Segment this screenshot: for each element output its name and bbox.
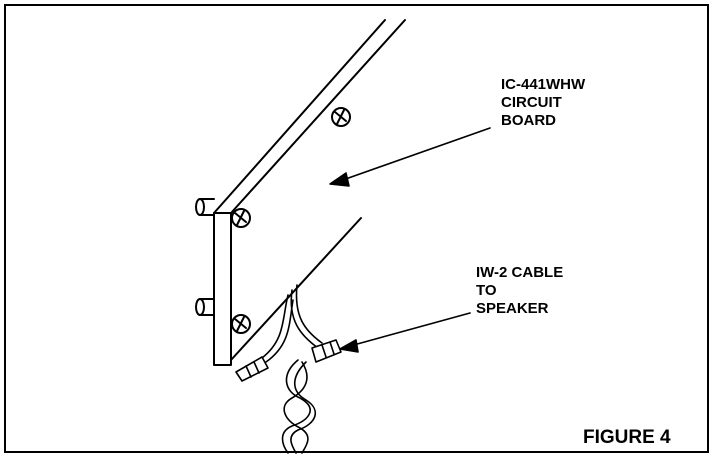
cable-label-line: TO [476, 282, 497, 299]
standoff-bottom [195, 298, 215, 316]
twisted-cable [281, 359, 317, 454]
wire-nut-icon [311, 339, 342, 363]
figure-caption: FIGURE 4 [583, 427, 671, 448]
screw-icon [231, 314, 251, 334]
board-label-line: CIRCUIT [501, 94, 562, 111]
arrow-to-board [329, 127, 491, 187]
board-label-line: IC-441WHW [501, 76, 586, 93]
cable-label-line: SPEAKER [476, 300, 549, 317]
screw-icon [231, 208, 251, 228]
circuit-board-label: IC-441WHW CIRCUIT BOARD [501, 76, 585, 130]
cable-label-line: IW-2 CABLE [476, 264, 564, 281]
standoff-top [195, 198, 215, 216]
figure-border [4, 4, 709, 453]
wire-bundle [261, 284, 323, 363]
board-label-line: BOARD [501, 112, 556, 129]
wire-nut-icon [235, 356, 269, 382]
screw-icon [331, 107, 351, 127]
arrow-to-wire-nut [339, 312, 471, 353]
circuit-board [213, 19, 406, 366]
cable-label: IW-2 CABLE TO SPEAKER [476, 264, 563, 318]
